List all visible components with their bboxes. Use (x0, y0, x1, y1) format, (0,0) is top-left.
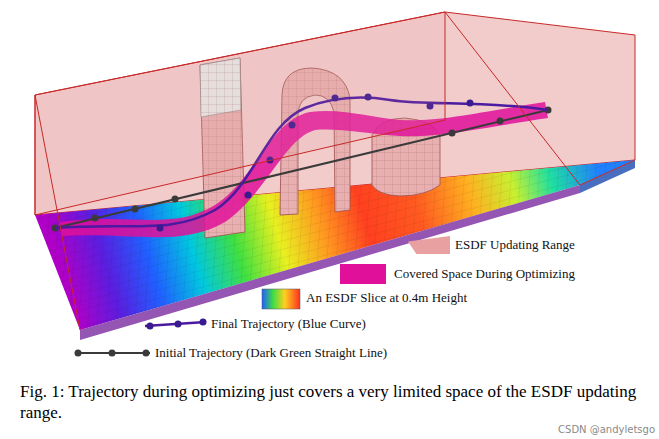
legend-text: Final Trajectory (Blue Curve) (211, 316, 366, 332)
legend-text: Initial Trajectory (Dark Green Straight … (155, 345, 387, 361)
legend-text: ESDF Updating Range (455, 237, 575, 253)
watermark: CSDN @andyletsgo (558, 424, 655, 435)
legend-text: Covered Space During Optimizing (394, 266, 575, 282)
legend-text: An ESDF Slice at 0.4m Height (306, 290, 467, 306)
legend-swatch (340, 264, 386, 284)
figure-caption: Fig. 1: Trajectory during optimizing jus… (20, 381, 642, 423)
